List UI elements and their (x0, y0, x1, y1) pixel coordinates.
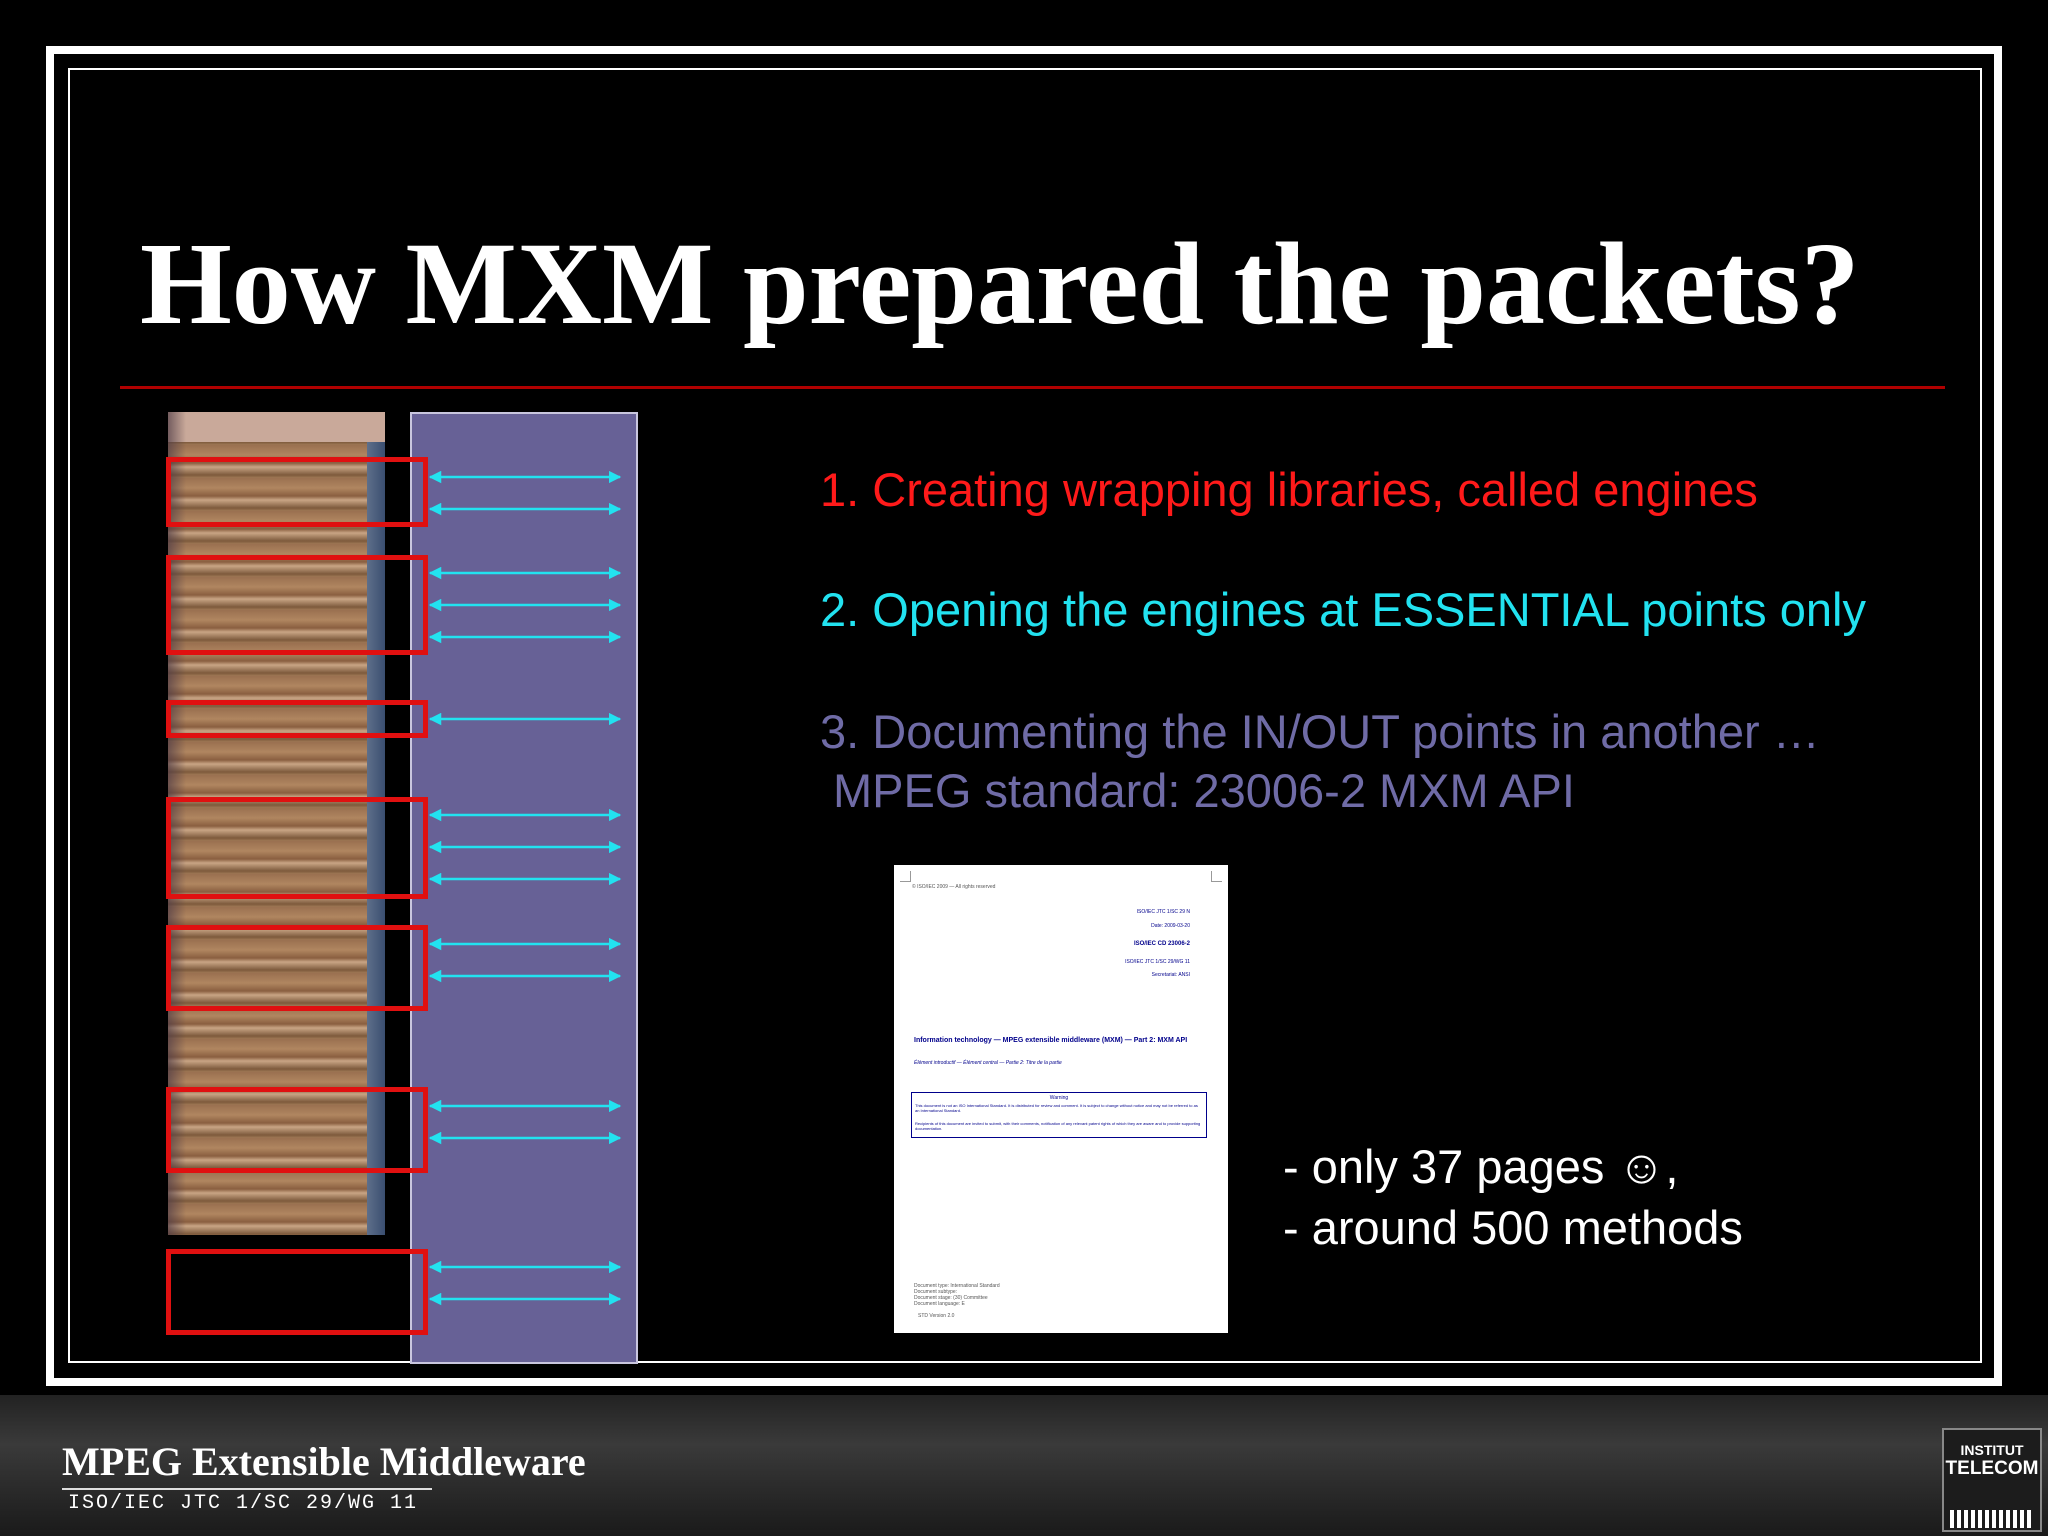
crop-mark (900, 871, 911, 882)
doc-warning-box: Warning This document is not an ISO Inte… (911, 1092, 1207, 1138)
step-3-text: 3. Documenting the IN/OUT points in anot… (820, 705, 1820, 758)
doc-meta: Document stage: (30) Committee (914, 1295, 988, 1301)
doc-warning-label: Warning (1049, 1095, 1069, 1101)
doc-meta: Document language: E (914, 1301, 965, 1307)
engine-highlight-box (166, 700, 428, 738)
institut-telecom-logo: INSTITUT TELECOM (1942, 1428, 2042, 1532)
doc-secretariat: Secretariat: ANSI (1151, 972, 1190, 978)
doc-title: Information technology — MPEG extensible… (914, 1037, 1188, 1044)
note-methods: - around 500 methods (1283, 1201, 1743, 1254)
logo-main-text: TELECOM (1945, 1458, 2039, 1479)
step-3-continuation: MPEG standard: 23006-2 MXM API (833, 764, 1575, 817)
doc-warning-text: Recipients of this document are invited … (915, 1121, 1201, 1131)
step-1-text: 1. Creating wrapping libraries, called e… (820, 463, 1758, 516)
logo-top-text: INSTITUT (1960, 1442, 2024, 1458)
doc-code: ISO/IEC CD 23006-2 (1133, 941, 1190, 947)
engine-highlight-box (166, 797, 428, 899)
engine-highlight-box (166, 1087, 428, 1173)
engine-highlight-box (166, 555, 428, 655)
slide-footer (0, 1395, 2048, 1536)
slide-inner-frame (68, 68, 1982, 1363)
slide-title: How MXM prepared the packets? (140, 218, 1860, 349)
packets-stack-photo (168, 412, 385, 1235)
doc-meta: Document type: International Standard (914, 1283, 1000, 1289)
step-2-text: 2. Opening the engines at ESSENTIAL poin… (820, 583, 1866, 636)
doc-version: STD Version 2.0 (918, 1313, 955, 1319)
engine-highlight-box (166, 1249, 428, 1335)
doc-copyright: © ISO/IEC 2009 — All rights reserved (912, 884, 996, 890)
doc-subtitle: Élément introductif — Élément central — … (914, 1060, 1062, 1066)
logo-graphic (1950, 1510, 2034, 1528)
doc-date: Date: 2009-03-20 (1151, 923, 1190, 929)
title-divider (120, 386, 1945, 389)
engine-highlight-box (166, 925, 428, 1011)
crop-mark (1211, 871, 1222, 882)
footer-subtitle: ISO/IEC JTC 1/SC 29/WG 11 (68, 1492, 419, 1515)
slide-outer-frame (46, 46, 2002, 1386)
doc-ref: ISO/IEC JTC 1/SC 29 N (1136, 909, 1190, 915)
doc-meta: Document subtype: (914, 1289, 958, 1295)
footer-divider (62, 1488, 432, 1490)
note-pages: - only 37 pages ☺, (1283, 1140, 1679, 1193)
engine-highlight-box (166, 457, 428, 527)
doc-wg: ISO/IEC JTC 1/SC 29/WG 11 (1125, 959, 1190, 965)
doc-warning-text: This document is not an ISO Internationa… (915, 1103, 1198, 1113)
footer-title: MPEG Extensible Middleware (62, 1439, 586, 1484)
api-panel (410, 412, 638, 1364)
standard-document-thumbnail: © ISO/IEC 2009 — All rights reserved ISO… (894, 865, 1228, 1333)
